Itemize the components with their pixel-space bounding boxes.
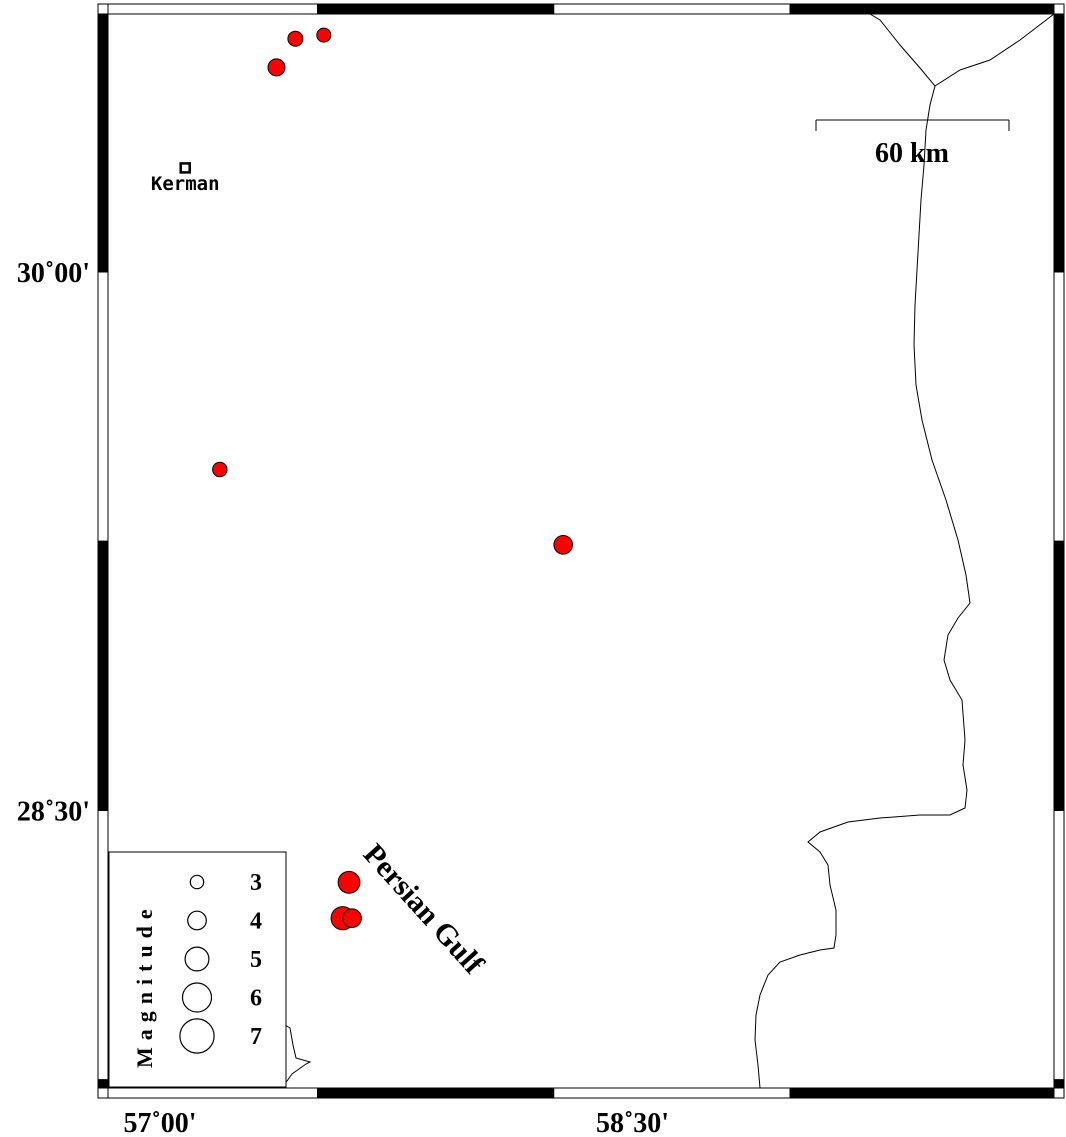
frame-corner: [1053, 1087, 1065, 1099]
earthquake-marker: [287, 30, 304, 47]
coastline-southwest: [279, 1021, 312, 1089]
frame-bar-right: [1053, 540, 1065, 811]
legend-circle: [187, 910, 207, 931]
city-marker-group: Kerman: [151, 162, 220, 195]
latitude-label: 30˚00': [17, 258, 90, 289]
earthquake-markers: [212, 27, 574, 931]
frame-corner: [97, 3, 109, 15]
legend-circle: [184, 946, 210, 972]
earthquake-marker: [553, 535, 574, 555]
border-line-main: [754, 85, 971, 1089]
frame-corner: [1053, 3, 1065, 15]
scale-bar: 60 km: [815, 119, 1010, 169]
city-square-icon: [179, 162, 191, 174]
legend-circle: [181, 982, 213, 1013]
frame-bar-top: [317, 3, 555, 15]
city-label: Kerman: [151, 173, 220, 195]
legend-items: 3 4 5 6 7: [179, 870, 262, 1054]
frame-bar-left: [97, 810, 109, 1081]
latitude-label: 28˚30': [17, 797, 90, 828]
frame-corner: [97, 1087, 109, 1099]
legend-label: 4: [250, 909, 262, 935]
frame-bar-bottom: [789, 1087, 1065, 1099]
magnitude-legend: Magnitude 3 4 5 6 7: [108, 851, 287, 1088]
legend-label: 3: [250, 870, 262, 896]
frame-bar-left: [97, 3, 109, 273]
frame-bar-right: [1053, 810, 1065, 1081]
legend-box: [108, 851, 287, 1088]
earthquake-marker: [267, 58, 286, 77]
frame-bar-top: [553, 3, 791, 15]
longitude-label: 58˚30': [596, 1108, 669, 1137]
legend-circle: [179, 1018, 215, 1054]
tick-labels: 30˚00' 28˚30' 57˚00' 58˚30': [17, 258, 669, 1137]
longitude-label: 57˚00': [123, 1108, 196, 1137]
frame-bar-bottom: [553, 1087, 791, 1099]
frame-bar-left: [97, 271, 109, 542]
frame-bar-right: [1053, 3, 1065, 273]
legend-label: 5: [250, 947, 262, 973]
frame-bar-bottom: [97, 1087, 318, 1099]
frame-bar-left: [97, 540, 109, 811]
earthquake-marker: [316, 27, 332, 43]
legend-label: 7: [250, 1024, 262, 1050]
borders: [279, 13, 1055, 1089]
scale-bar-label: 60 km: [875, 138, 949, 169]
legend-circle: [189, 874, 205, 890]
legend-title: Magnitude: [132, 902, 157, 1068]
frame-bar-top: [97, 3, 318, 15]
frame-bar-bottom: [317, 1087, 555, 1099]
legend-label: 6: [250, 986, 262, 1012]
frame-bar-right: [1053, 271, 1065, 542]
earthquake-marker: [342, 908, 362, 929]
earthquake-marker: [337, 870, 361, 894]
frame-bar-top: [789, 3, 1065, 15]
earthquake-marker: [212, 461, 228, 478]
